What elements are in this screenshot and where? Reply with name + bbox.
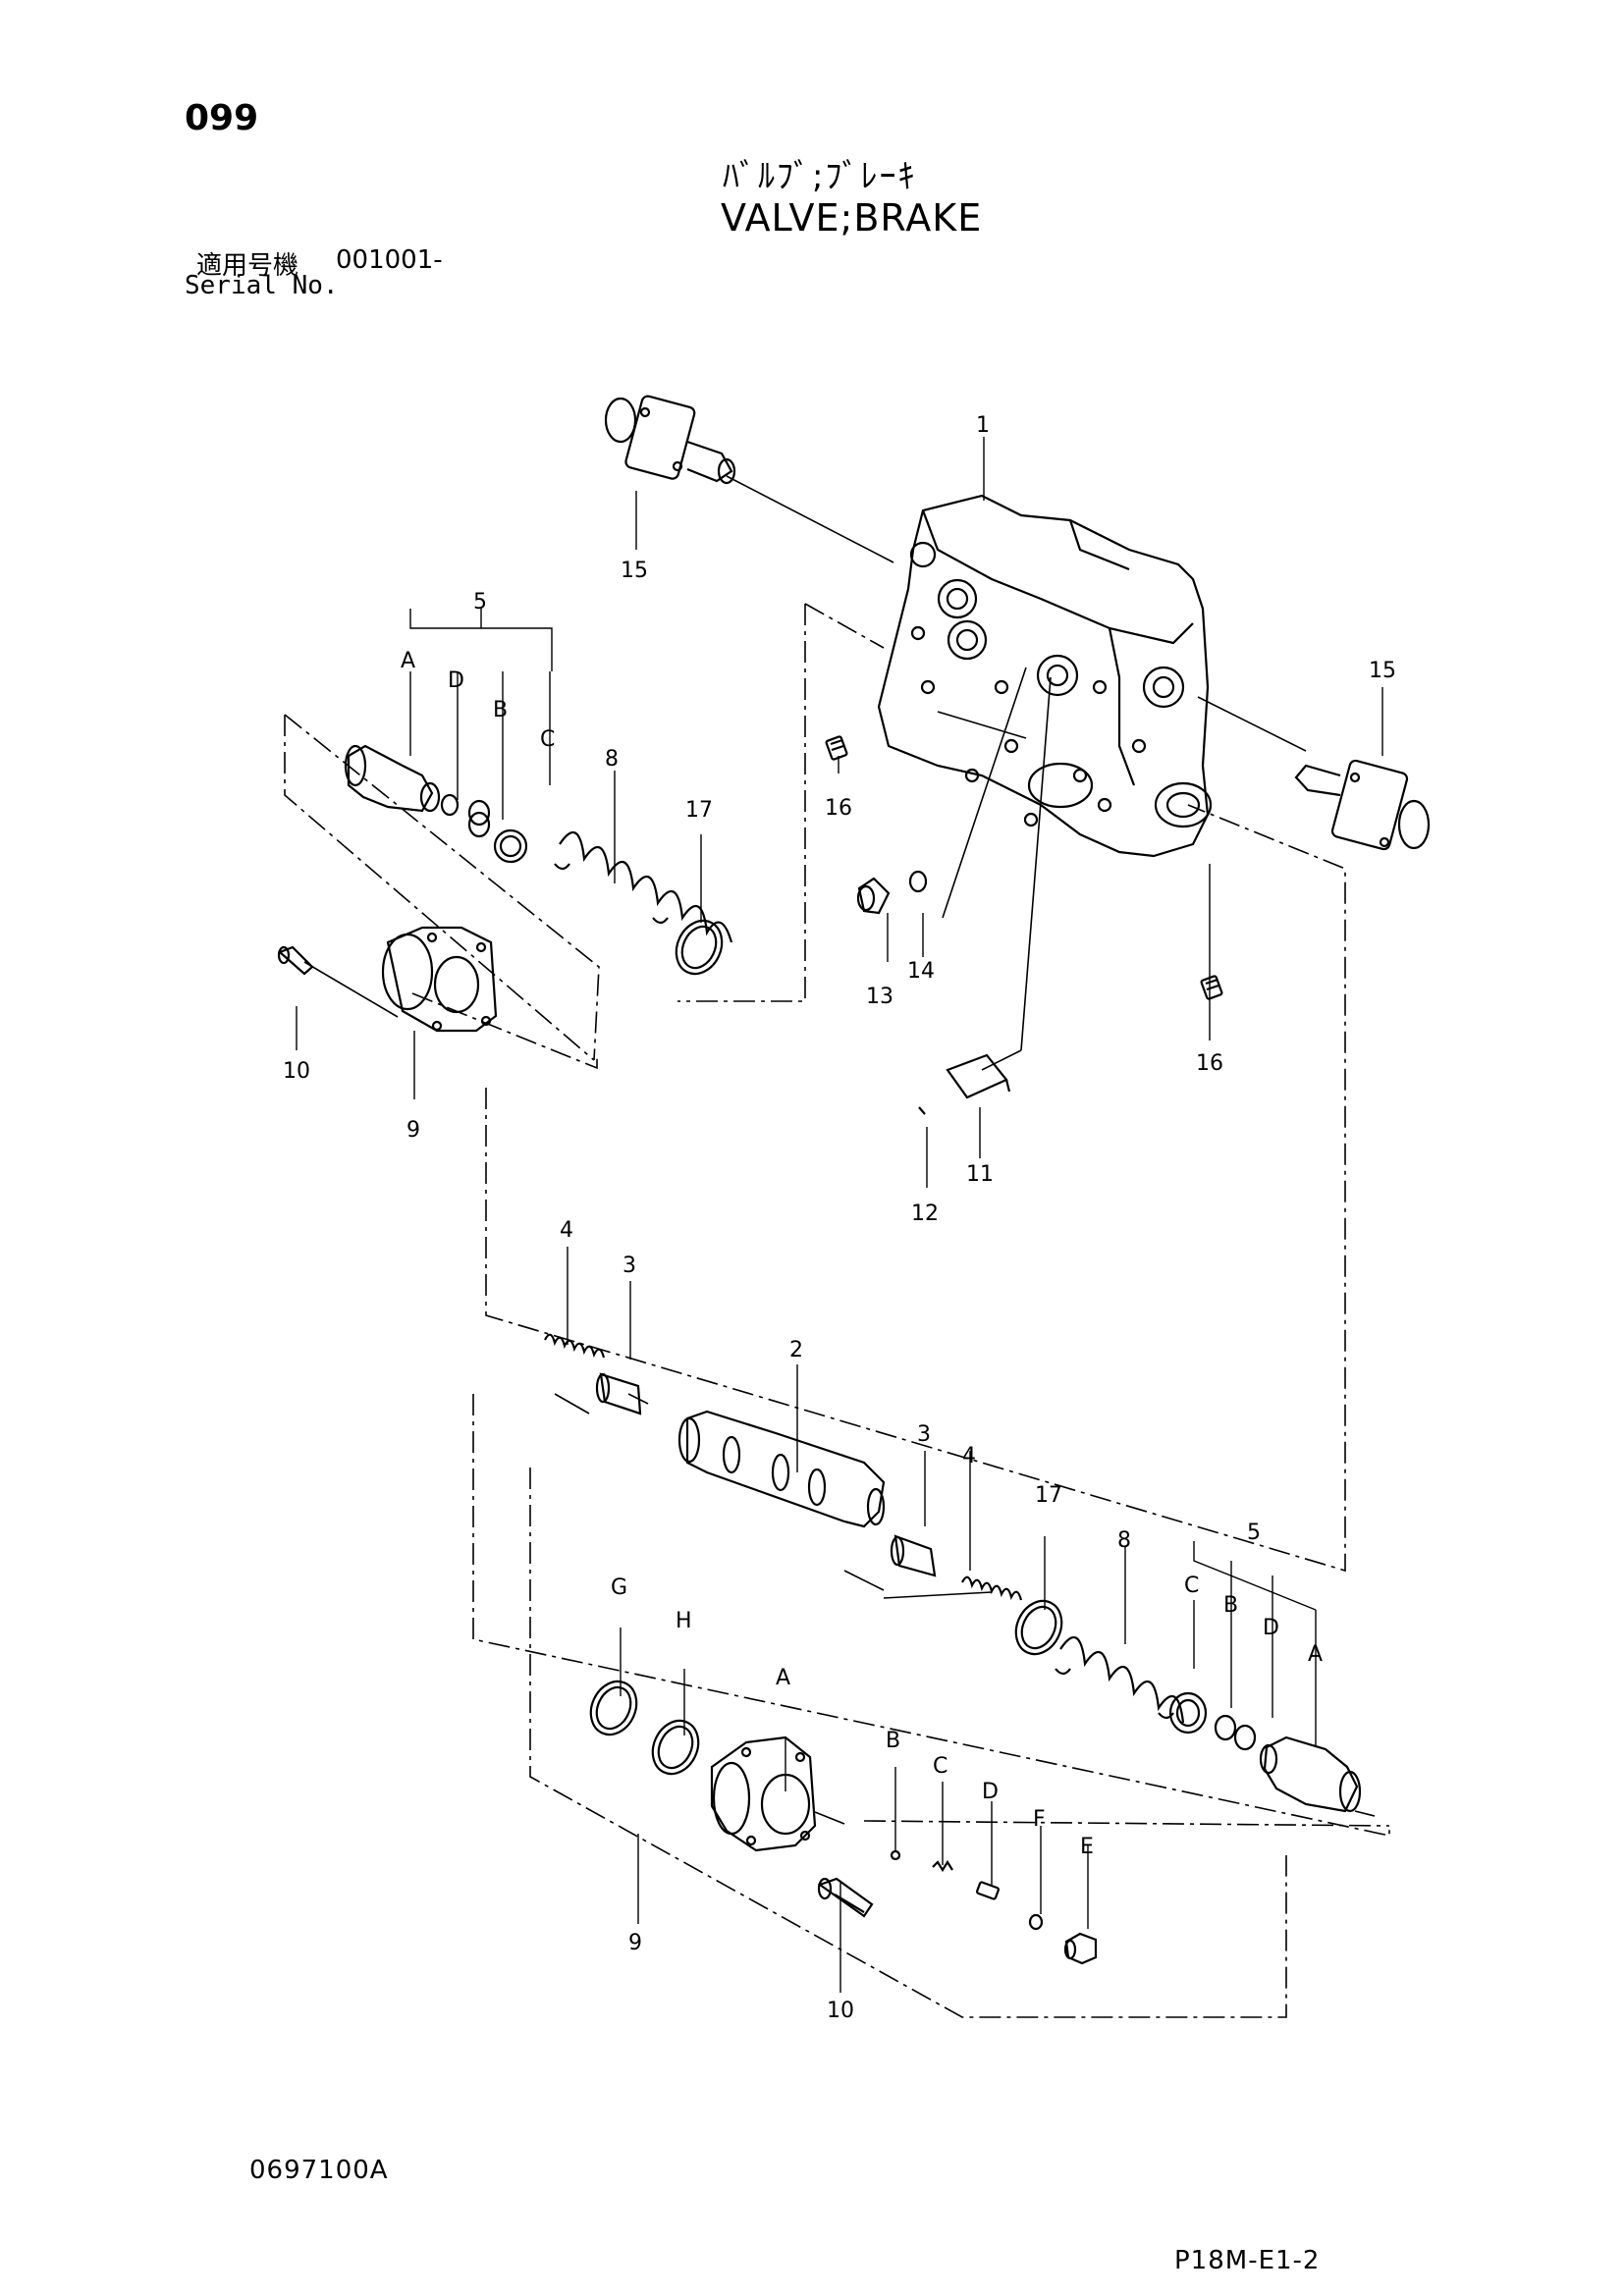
spool-part-2 [677, 1410, 886, 1528]
callout-13: 13 [866, 985, 893, 1009]
oring-part-f [1028, 1913, 1044, 1931]
title-japanese: ﾊﾞﾙﾌﾞ;ﾌﾞﾚｰｷ [723, 157, 917, 196]
drawing-number: 0697100A [249, 2156, 389, 2185]
callout-b-bottom: B [886, 1729, 900, 1753]
callout-8-upper: 8 [605, 747, 619, 772]
serial-label-english: Serial No. [185, 271, 339, 300]
ring-part-17-lower [1014, 1599, 1063, 1656]
callout-d-lower: D [1263, 1616, 1279, 1640]
callout-a-bottom: A [776, 1666, 790, 1690]
callout-5-lower: 5 [1247, 1521, 1261, 1545]
plug-part-16-upper [825, 735, 848, 761]
callout-17-upper: 17 [685, 798, 713, 823]
plug-assembly-part-5a [344, 744, 460, 817]
oring-part-g [589, 1680, 638, 1736]
callout-10-upper: 10 [283, 1059, 310, 1084]
ring-part-5c-upper [493, 828, 528, 864]
callout-c-upper: C [540, 727, 555, 752]
sheet-number: P18M-E1-2 [1174, 2246, 1321, 2275]
spring-part-4-upper [544, 1333, 606, 1359]
sleeve-part-3-lower [890, 1534, 937, 1577]
callout-e: E [1080, 1835, 1094, 1859]
cover-part-9-upper [381, 926, 498, 1033]
callout-11: 11 [966, 1162, 994, 1187]
callout-10-lower: 10 [827, 1999, 854, 2023]
oring-part-14 [908, 870, 928, 893]
callout-f: F [1033, 1807, 1046, 1832]
solenoid-part-15-top [604, 395, 736, 485]
plug-part-16-lower [1200, 975, 1223, 1000]
callout-4-lower: 4 [962, 1444, 976, 1468]
callout-c-lower: C [1184, 1574, 1199, 1598]
callout-labels: 1 15 15 5 A D B C 8 17 16 13 14 16 10 9 … [283, 413, 1396, 2023]
callout-b-upper: B [493, 698, 508, 722]
title-english: VALVE;BRAKE [721, 196, 983, 240]
spring-part-c [932, 1859, 953, 1873]
oring-part-5d-lower [1233, 1724, 1257, 1751]
bolt-part-10-lower [817, 1877, 874, 1918]
callout-h: H [676, 1609, 692, 1633]
callout-9-lower: 9 [628, 1931, 642, 1955]
plug-assembly-part-5a-lower [1259, 1735, 1362, 1813]
spring-part-4-lower [961, 1575, 1023, 1601]
plug-part-13 [856, 877, 891, 915]
callout-d-upper: D [448, 668, 464, 693]
cover-part-9-lower [710, 1735, 817, 1852]
guide-lines [284, 603, 1390, 2018]
spring-part-8-lower [1055, 1635, 1185, 1724]
oring-part-h [651, 1719, 700, 1776]
oring-part-5b-lower [1214, 1714, 1237, 1741]
callout-16-lower: 16 [1196, 1051, 1223, 1076]
callout-15-top: 15 [621, 559, 648, 583]
callout-3-upper: 3 [623, 1254, 636, 1278]
sleeve-part-3-upper [595, 1372, 642, 1415]
page-number: 099 [185, 98, 259, 138]
callout-16-upper: 16 [825, 796, 852, 821]
callout-d-bottom: D [982, 1780, 999, 1804]
callout-8-lower: 8 [1117, 1528, 1131, 1553]
plug-part-d [976, 1881, 1000, 1900]
pin-part-12 [918, 1106, 926, 1115]
callout-2: 2 [789, 1338, 803, 1362]
solenoid-part-15-right [1294, 759, 1431, 851]
callout-12: 12 [911, 1201, 939, 1226]
callout-14: 14 [907, 959, 935, 984]
callout-a-upper: A [401, 649, 415, 673]
serial-value: 001001- [336, 245, 443, 275]
callout-3-lower: 3 [917, 1422, 931, 1447]
callout-1: 1 [976, 413, 990, 438]
serial-label-japanese: 適用号機 [196, 251, 299, 281]
valve-body-part-1 [877, 494, 1213, 858]
bolt-part-10-upper [277, 945, 314, 976]
callout-4-upper: 4 [560, 1218, 573, 1243]
callout-b-lower: B [1223, 1593, 1238, 1618]
ball-part-b [890, 1849, 901, 1861]
ring-part-17-upper [675, 919, 724, 976]
leader-lines [303, 475, 1376, 1825]
plate-part-11 [946, 1053, 1011, 1099]
callout-g: G [611, 1575, 627, 1600]
callout-5-upper: 5 [473, 590, 487, 614]
callout-9-upper: 9 [406, 1118, 420, 1143]
ring-part-5b-upper [467, 811, 491, 838]
oring-part-5d-upper [467, 799, 491, 827]
callout-17-lower: 17 [1035, 1483, 1062, 1508]
callout-15-right: 15 [1369, 659, 1396, 683]
callout-c-bottom: C [933, 1754, 947, 1779]
callout-a-lower: A [1308, 1642, 1323, 1667]
ring-part-5c-lower [1168, 1691, 1208, 1735]
plug-part-e [1063, 1932, 1098, 1965]
